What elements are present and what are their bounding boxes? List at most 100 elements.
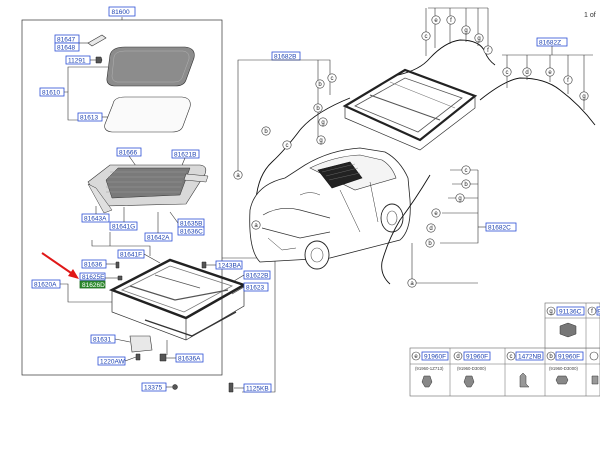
legend-e-code[interactable]: 91960F: [422, 352, 448, 361]
part-label-81625E[interactable]: 81625E: [80, 273, 105, 281]
part-label-81636C[interactable]: 81636C: [178, 227, 204, 236]
callout-d: d: [523, 68, 531, 76]
callout-e: e: [546, 68, 554, 76]
svg-text:81636: 81636: [84, 262, 102, 269]
callout-c: c: [422, 32, 430, 40]
svg-text:81631: 81631: [93, 337, 111, 344]
part-label-81600[interactable]: 81600: [109, 7, 135, 16]
part-label-1220AW[interactable]: 1220AW: [98, 357, 126, 366]
svg-text:81682B: 81682B: [274, 54, 296, 61]
svg-text:81641F: 81641F: [120, 252, 142, 259]
part-label-81642A[interactable]: 81642A: [145, 233, 172, 242]
svg-text:11291: 11291: [68, 58, 86, 65]
svg-text:d: d: [429, 226, 432, 232]
vehicle-illustration: [250, 148, 411, 269]
svg-text:c: c: [510, 354, 513, 360]
part-label-81623[interactable]: 81623: [244, 283, 268, 292]
part-label-81643A[interactable]: 81643A: [82, 214, 109, 223]
svg-text:c: c: [465, 168, 468, 174]
svg-text:(91960-D3000): (91960-D3000): [457, 366, 486, 371]
legend-d-code[interactable]: 91960F: [464, 352, 490, 361]
callout-g: g: [475, 34, 483, 42]
svg-text:81600: 81600: [112, 9, 130, 16]
screw-part: [96, 57, 102, 63]
part-label-81647[interactable]: 81647: [55, 35, 79, 44]
part-label-11291[interactable]: 11291: [66, 56, 90, 65]
part-label-81682C[interactable]: 81682C: [486, 223, 516, 232]
svg-text:(91960-1Z713): (91960-1Z713): [415, 366, 444, 371]
part-label-1243BA[interactable]: 1243BA: [216, 261, 242, 270]
svg-text:81643A: 81643A: [84, 216, 107, 223]
clip-partial-icon: [592, 376, 598, 384]
callout-c: c: [503, 68, 511, 76]
svg-text:81648: 81648: [57, 45, 75, 52]
part-label-81641G[interactable]: 81641G: [110, 222, 137, 231]
svg-text:81626D: 81626D: [82, 282, 105, 289]
svg-text:g: g: [582, 94, 585, 100]
legend-g-code[interactable]: 91136C: [557, 307, 584, 316]
glass-seal: [105, 97, 191, 132]
part-label-81613[interactable]: 81613: [78, 113, 102, 122]
svg-text:d: d: [525, 70, 528, 76]
right-drain-hose: [480, 78, 595, 125]
part-label-81621B[interactable]: 81621B: [172, 150, 199, 159]
svg-text:13375: 13375: [144, 385, 162, 392]
svg-text:81682C: 81682C: [488, 225, 511, 232]
svg-text:81635B: 81635B: [180, 221, 202, 228]
motor-part: [130, 336, 152, 352]
part-label-13375[interactable]: 13375: [142, 383, 166, 392]
callout-g: g: [317, 136, 325, 144]
part-label-81648[interactable]: 81648: [55, 43, 79, 52]
part-label-81631[interactable]: 81631: [91, 335, 115, 344]
part-label-1125KB[interactable]: 1125KB: [244, 384, 271, 393]
part-label-81641F[interactable]: 81641F: [118, 250, 144, 259]
callout-b: b: [314, 104, 322, 112]
svg-text:81620A: 81620A: [34, 282, 57, 289]
legend-b-code[interactable]: 91960F: [556, 352, 583, 361]
svg-text:81636A: 81636A: [178, 356, 201, 363]
callout-b: b: [262, 127, 270, 135]
fastener-legend-table: g 91136C f 91 e 91960F (91960-1Z713) d 9…: [410, 303, 600, 396]
part-label-81635B[interactable]: 81635B: [178, 219, 204, 228]
callout-b: b: [462, 180, 470, 188]
part-label-81682B[interactable]: 81682B: [272, 52, 300, 61]
callout-c: c: [462, 166, 470, 174]
callout-b: b: [316, 80, 324, 88]
clip-part: [88, 35, 106, 46]
svg-text:c: c: [506, 70, 509, 76]
svg-text:81622B: 81622B: [246, 273, 268, 280]
part-label-81626D-highlighted[interactable]: 81626D: [80, 281, 105, 289]
callout-c: c: [283, 141, 291, 149]
svg-text:g: g: [477, 36, 480, 42]
callout-g: g: [580, 92, 588, 100]
svg-text:g: g: [458, 196, 461, 202]
callout-g: g: [462, 26, 470, 34]
callout-c: c: [328, 74, 336, 82]
part-label-81620A[interactable]: 81620A: [32, 280, 60, 289]
svg-text:91960F: 91960F: [466, 354, 488, 361]
part-label-81682Z[interactable]: 81682Z: [537, 38, 567, 47]
highlight-arrow-icon: [42, 253, 79, 279]
legend-c-code[interactable]: 1472NB: [516, 352, 543, 361]
svg-text:81610: 81610: [42, 90, 60, 97]
callout-a: a: [408, 279, 416, 287]
svg-text:d: d: [456, 354, 459, 360]
svg-text:c: c: [425, 34, 428, 40]
svg-text:81621B: 81621B: [174, 152, 196, 159]
part-label-81636[interactable]: 81636: [82, 260, 106, 269]
callout-e: e: [432, 209, 440, 217]
callout-d: d: [427, 224, 435, 232]
part-label-81622B[interactable]: 81622B: [244, 271, 270, 280]
page-indicator: 1 of: [584, 12, 596, 19]
clip-b-icon: [556, 376, 568, 384]
part-label-81666[interactable]: 81666: [117, 148, 141, 157]
callout-a: a: [252, 221, 260, 229]
svg-text:81625E: 81625E: [82, 274, 105, 281]
svg-text:81647: 81647: [57, 37, 75, 44]
part-label-81636A[interactable]: 81636A: [176, 354, 203, 363]
part-label-81610[interactable]: 81610: [40, 88, 64, 97]
svg-text:1472NB: 1472NB: [518, 354, 542, 361]
svg-text:c: c: [331, 76, 334, 82]
svg-text:1125KB: 1125KB: [246, 386, 269, 393]
callout-b: b: [426, 239, 434, 247]
